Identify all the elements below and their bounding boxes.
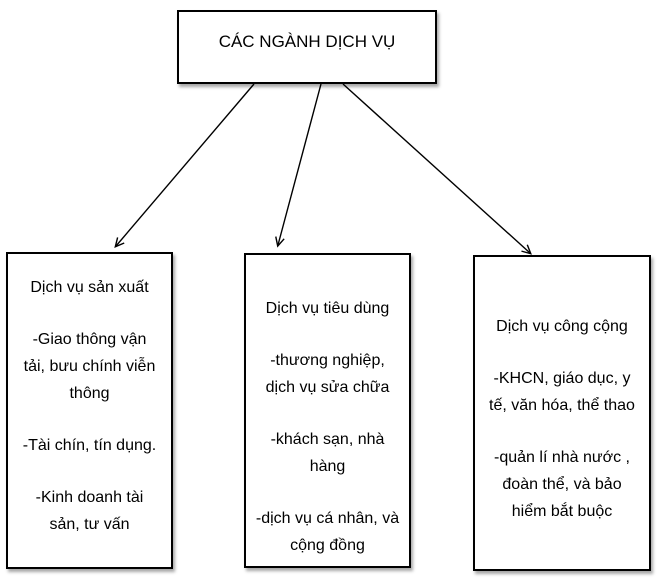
production-services-box: Dịch vụ sản xuất -Giao thông vận tải, bư… <box>6 252 173 569</box>
arrow-to-consumer-box <box>275 83 322 248</box>
production-services-item: -Giao thông vận tải, bưu chính viễn thôn… <box>23 331 156 402</box>
public-services-box: Dịch vụ công cộng -KHCN, giáo dục, y tế,… <box>473 255 651 571</box>
arrow-to-public-box <box>342 83 532 255</box>
public-services-heading: Dịch vụ công cộng <box>496 318 628 335</box>
consumer-services-item: -thương nghiệp, dịch vụ sửa chữa <box>265 352 390 396</box>
public-services-item: -KHCN, giáo dục, y tế, văn hóa, thể thao <box>489 370 635 414</box>
production-services-item: -Kinh doanh tài sản, tư vấn <box>35 489 144 533</box>
public-services-item: -quản lí nhà nước , đoàn thể, và bảo hiể… <box>494 449 630 520</box>
consumer-services-heading: Dịch vụ tiêu dùng <box>265 300 390 317</box>
production-services-item: -Tài chín, tín dụng. <box>22 437 157 454</box>
root-box-label: CÁC NGÀNH DỊCH VỤ <box>218 32 396 51</box>
arrow-to-production-box <box>114 83 255 249</box>
root-box: CÁC NGÀNH DỊCH VỤ <box>177 10 437 84</box>
consumer-services-box: Dịch vụ tiêu dùng -thương nghiệp, dịch v… <box>244 253 411 568</box>
consumer-services-item: -khách sạn, nhà hàng <box>270 431 385 475</box>
production-services-heading: Dịch vụ sản xuất <box>30 279 149 296</box>
consumer-services-item: -dịch vụ cá nhân, và cộng đồng <box>255 510 400 554</box>
